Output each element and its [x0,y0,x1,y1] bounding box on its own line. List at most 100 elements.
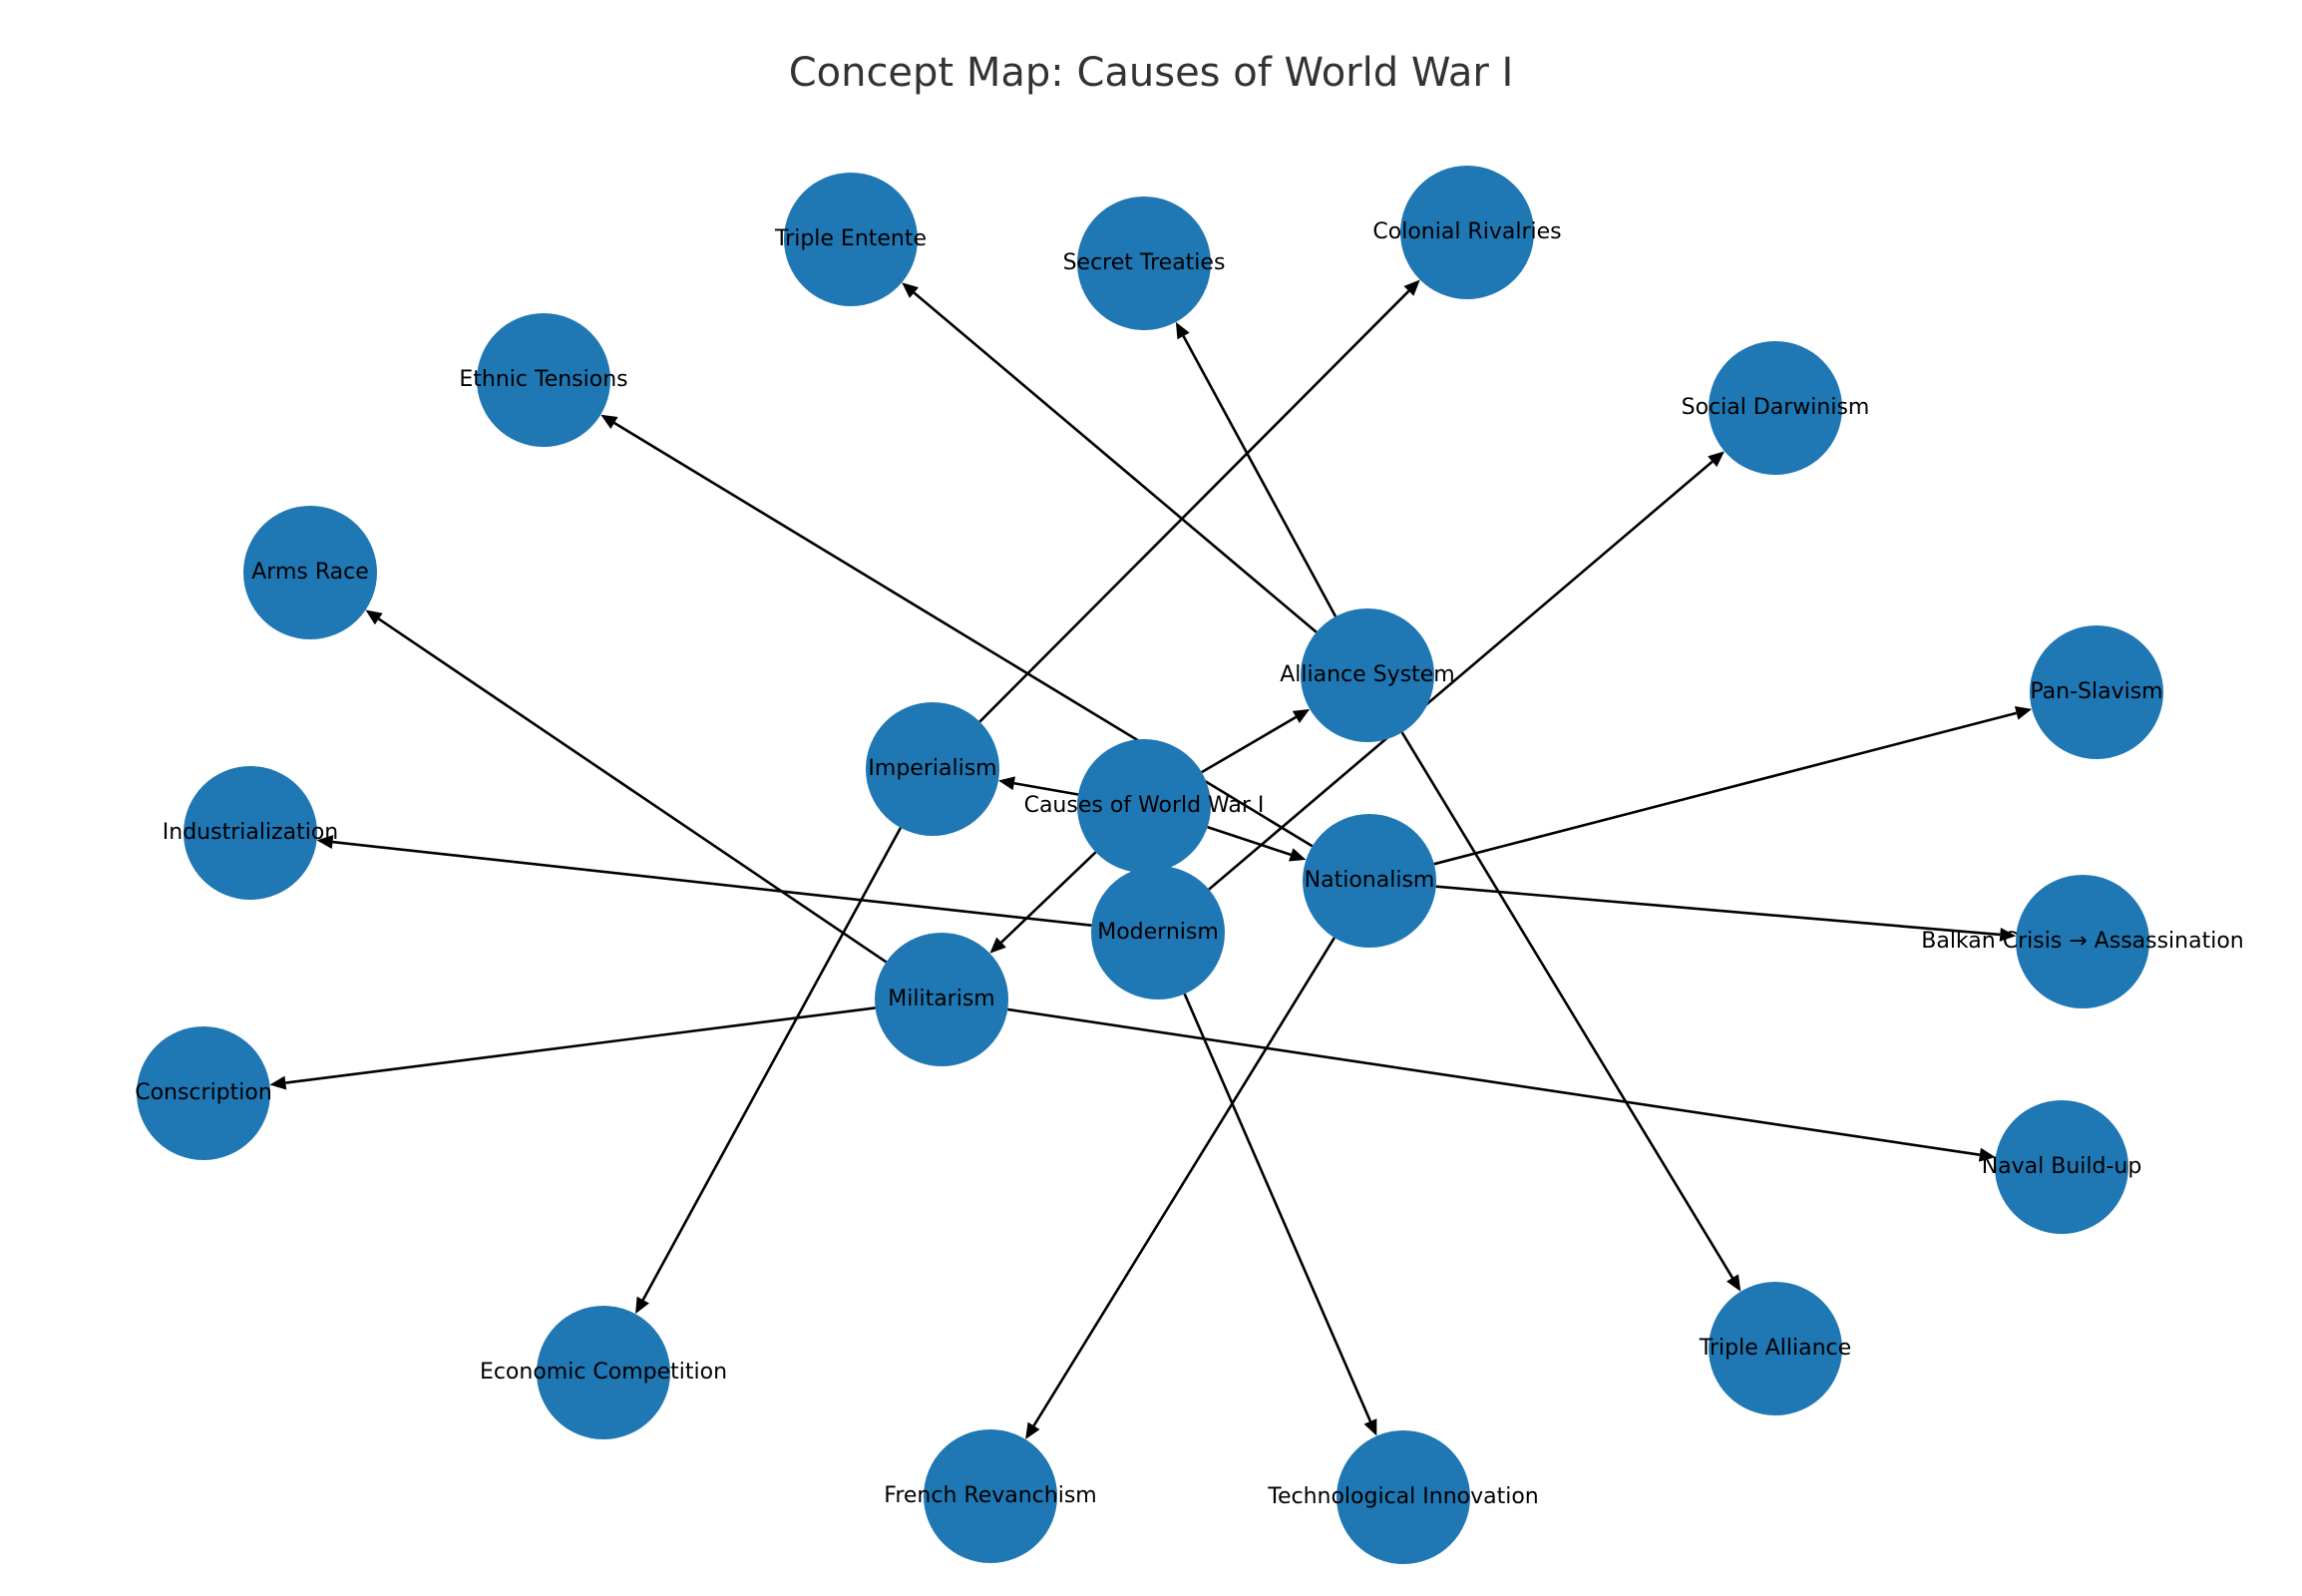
edge-militarism-to-arms-race [378,617,888,964]
edge-modernism-to-technological-innovation [1183,993,1372,1422]
edge-causes-to-alliance [1201,715,1298,774]
node-alliance: Alliance System [1280,608,1455,742]
node-label-nationalism: Nationalism [1305,868,1435,893]
node-label-conscription: Conscription [135,1080,272,1105]
node-triple-alliance: Triple Alliance [1699,1282,1851,1415]
arrowhead-alliance-to-secret-treaties [1175,321,1190,340]
arrowhead-imperialism-to-colonial-rivalries [1403,279,1420,296]
node-naval-build-up: Naval Build-up [1982,1100,2142,1234]
node-circle-naval-build-up [1995,1100,2128,1234]
node-nationalism: Nationalism [1303,814,1436,948]
node-circle-triple-entente [784,173,918,306]
node-label-balkan-crisis: Balkan Crisis → Assassination [1921,929,2244,954]
node-circle-causes [1077,739,1211,873]
node-circle-french-revanchism [924,1429,1057,1563]
node-causes: Causes of World War I [1024,739,1265,873]
node-circle-conscription [137,1026,270,1160]
edge-imperialism-to-economic-competition [641,827,903,1301]
node-circle-secret-treaties [1077,197,1211,330]
node-label-french-revanchism: French Revanchism [884,1483,1096,1508]
arrowhead-modernism-to-social-darwinism [1708,451,1725,468]
arrowhead-militarism-to-naval-build-up [1978,1147,1996,1162]
node-label-naval-build-up: Naval Build-up [1982,1154,2142,1179]
edge-nationalism-to-balkan-crisis [1435,885,2001,937]
node-label-technological-innovation: Technological Innovation [1267,1484,1539,1509]
arrowhead-militarism-to-conscription [269,1075,287,1090]
node-label-secret-treaties: Secret Treaties [1063,250,1226,275]
arrowhead-causes-to-imperialism [998,776,1015,791]
node-label-imperialism: Imperialism [868,756,996,781]
node-label-causes: Causes of World War I [1024,793,1265,818]
edge-causes-to-militarism [1000,851,1097,944]
diagram-title: Concept Map: Causes of World War I [789,50,1514,96]
node-militarism: Militarism [875,933,1008,1066]
node-circle-imperialism [866,702,999,836]
node-french-revanchism: French Revanchism [884,1429,1097,1563]
node-circle-arms-race [243,506,377,639]
node-label-colonial-rivalries: Colonial Rivalries [1372,219,1561,244]
node-secret-treaties: Secret Treaties [1063,197,1226,330]
edge-alliance-to-triple-entente [913,291,1318,633]
node-circle-pan-slavism [2030,625,2163,759]
node-circle-industrialization [184,766,317,900]
node-label-arms-race: Arms Race [251,560,369,585]
nodes-layer: Causes of World War I Alliance SystemNati… [135,166,2244,1564]
edge-causes-to-imperialism [1013,781,1079,796]
arrowhead-causes-to-nationalism [1289,848,1307,862]
edge-militarism-to-conscription [285,1006,876,1084]
edges-layer [269,279,2033,1439]
node-circle-militarism [875,933,1008,1066]
arrowhead-modernism-to-industrialization [316,835,334,850]
node-modernism: Modernism [1091,866,1225,999]
arrowhead-alliance-to-triple-alliance [1726,1274,1741,1292]
node-triple-entente: Triple Entente [774,173,927,306]
node-colonial-rivalries: Colonial Rivalries [1372,166,1562,299]
edge-nationalism-to-french-revanchism [1032,937,1336,1427]
node-circle-balkan-crisis [2016,875,2149,1008]
arrowhead-militarism-to-arms-race [365,609,383,625]
node-circle-nationalism [1303,814,1436,948]
arrowhead-nationalism-to-balkan-crisis [1999,927,2017,942]
arrowhead-causes-to-alliance [1292,708,1311,723]
edge-causes-to-nationalism [1207,825,1292,857]
node-imperialism: Imperialism [866,702,999,836]
edge-modernism-to-industrialization [332,840,1092,927]
node-circle-technological-innovation [1337,1430,1470,1564]
node-label-pan-slavism: Pan-Slavism [2030,679,2162,704]
node-economic-competition: Economic Competition [480,1306,727,1439]
edge-modernism-to-social-darwinism [1208,460,1714,891]
node-label-social-darwinism: Social Darwinism [1682,395,1870,420]
edge-militarism-to-naval-build-up [1007,1007,1981,1157]
edge-alliance-to-secret-treaties [1182,335,1338,617]
node-circle-alliance [1301,608,1434,742]
arrowhead-causes-to-militarism [989,937,1006,954]
node-technological-innovation: Technological Innovation [1267,1430,1539,1564]
node-label-economic-competition: Economic Competition [480,1360,727,1385]
edge-alliance-to-triple-alliance [1400,731,1734,1279]
node-arms-race: Arms Race [243,506,377,639]
node-circle-triple-alliance [1709,1282,1842,1415]
arrowhead-imperialism-to-economic-competition [635,1296,649,1315]
node-circle-modernism [1091,866,1225,999]
arrowhead-nationalism-to-pan-slavism [2014,706,2033,720]
node-label-alliance: Alliance System [1280,662,1454,687]
node-circle-colonial-rivalries [1400,166,1534,299]
arrowhead-alliance-to-triple-entente [902,282,919,298]
node-label-triple-alliance: Triple Alliance [1699,1336,1851,1361]
arrowhead-nationalism-to-french-revanchism [1025,1421,1040,1439]
node-ethnic-tensions: Ethnic Tensions [459,313,628,447]
arrowhead-nationalism-to-ethnic-tensions [600,414,618,430]
node-label-ethnic-tensions: Ethnic Tensions [459,367,627,392]
node-balkan-crisis: Balkan Crisis → Assassination [1921,875,2244,1008]
node-circle-social-darwinism [1709,341,1842,475]
node-social-darwinism: Social Darwinism [1682,341,1870,475]
node-label-triple-entente: Triple Entente [774,226,927,251]
node-conscription: Conscription [135,1026,272,1160]
edge-nationalism-to-pan-slavism [1433,711,2017,866]
node-industrialization: Industrialization [163,766,338,900]
edge-imperialism-to-colonial-rivalries [978,289,1410,723]
arrowhead-modernism-to-technological-innovation [1363,1418,1377,1436]
node-circle-economic-competition [537,1306,670,1439]
node-label-industrialization: Industrialization [163,820,338,845]
